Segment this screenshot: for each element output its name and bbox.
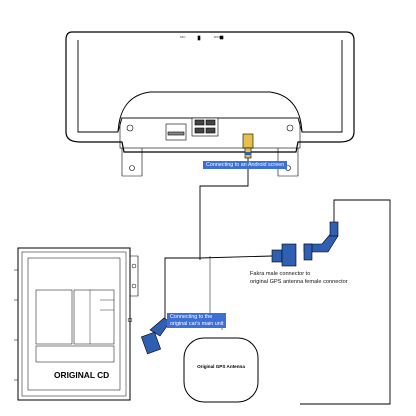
main-unit-label-line1: Connecting to the [170, 314, 213, 320]
android-screen-label: Connecting to an Android screen [203, 161, 288, 170]
fakra-male-connector [271, 243, 297, 267]
fakra-label-line2: original GPS antenna female connector [250, 279, 348, 285]
fakra-female-connector [303, 221, 339, 261]
fakra-label-line1: Fakra male connector to [250, 271, 311, 277]
screen-back-panel [119, 35, 301, 177]
fakra-label: Fakra male connector to original GPS ant… [250, 270, 348, 286]
main-unit-connector [140, 317, 171, 355]
original-cd-title: ORIGINAL CD [54, 370, 110, 380]
screen-yellow-connector [242, 133, 254, 159]
original-cd-unit [14, 247, 139, 401]
screen-mark-rst: RST [214, 35, 220, 39]
gps-antenna-label: Original GPS Antenna [197, 364, 245, 369]
main-unit-label: Connecting to the original car's main un… [167, 313, 227, 329]
screen-mark-mic: MIC [180, 35, 186, 39]
main-unit-label-line2: original car's main unit [170, 320, 224, 327]
gps-antenna [183, 337, 259, 403]
